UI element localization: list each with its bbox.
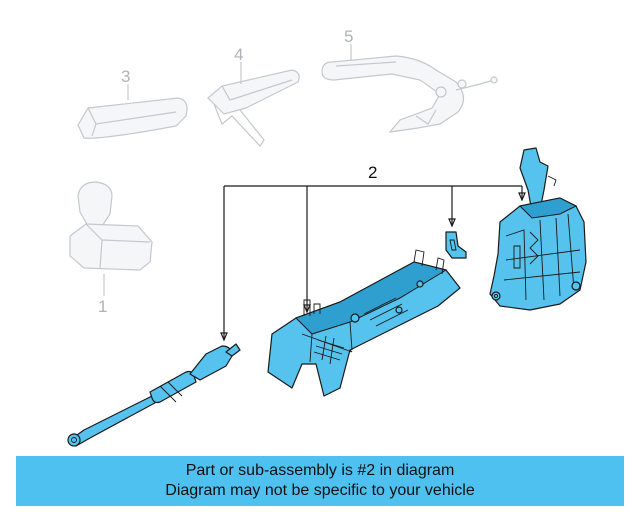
callout-5: 5	[344, 27, 353, 46]
callout-4: 4	[234, 45, 243, 64]
part-4-lever: 4	[207, 45, 300, 147]
shift-cable	[67, 343, 241, 447]
part-5-brake-assembly: 5	[321, 27, 498, 133]
callout-3: 3	[121, 67, 130, 86]
banner-line-1: Part or sub-assembly is #2 in diagram	[185, 462, 455, 479]
bracket-clip	[445, 231, 467, 259]
shifter-mechanism	[489, 147, 587, 311]
part-1-shift-knob: 1	[69, 181, 153, 316]
info-banner: Part or sub-assembly is #2 in diagram Di…	[16, 456, 624, 506]
callout-2: 2	[368, 163, 377, 182]
console-base-housing	[267, 249, 461, 397]
parts-diagram: 3 4 5 1 2	[67, 27, 587, 447]
callout-2-leaders: 2	[220, 163, 526, 342]
callout-1: 1	[98, 297, 107, 316]
banner-line-2: Diagram may not be specific to your vehi…	[165, 482, 475, 499]
part-3-handle-grip: 3	[77, 67, 188, 139]
